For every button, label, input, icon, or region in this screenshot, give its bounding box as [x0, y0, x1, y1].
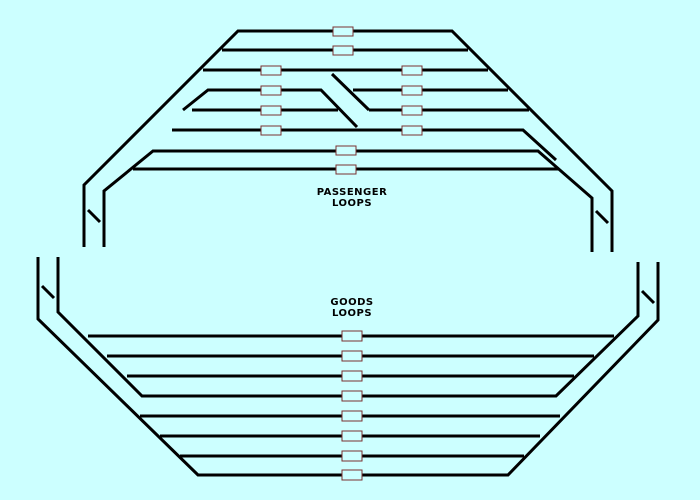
- goods-marker: [341, 330, 363, 342]
- passenger-marker: [401, 85, 423, 96]
- goods-marker: [341, 370, 363, 382]
- goods-marker: [341, 350, 363, 362]
- passenger-crossover-left: [86, 208, 102, 224]
- goods-marker: [341, 430, 363, 442]
- goods-loops-label-line1: GOODS: [330, 297, 373, 308]
- passenger-marker: [401, 65, 423, 76]
- goods-crossover-right: [640, 289, 656, 305]
- goods-loops-section: GOODS LOOPS: [36, 257, 660, 481]
- passenger-marker: [401, 105, 423, 116]
- passenger-crossover-right: [594, 209, 610, 225]
- passenger-marker: [260, 65, 282, 76]
- passenger-loops-label-line1: PASSENGER: [317, 187, 388, 198]
- goods-marker: [341, 410, 363, 422]
- goods-marker: [341, 450, 363, 462]
- passenger-marker: [335, 164, 357, 175]
- goods-marker: [341, 390, 363, 402]
- passenger-outer-loop: [82, 29, 614, 252]
- passenger-siding-7: [172, 128, 558, 162]
- passenger-diagonal-connector: [330, 72, 371, 112]
- passenger-loops-label-line2: LOOPS: [332, 198, 372, 209]
- passenger-marker: [332, 26, 354, 37]
- goods-crossover-left: [40, 284, 56, 300]
- passenger-marker: [260, 125, 282, 136]
- passenger-marker: [260, 105, 282, 116]
- goods-marker: [341, 469, 363, 481]
- passenger-marker: [335, 145, 357, 156]
- goods-outer-loop: [36, 257, 660, 477]
- passenger-marker: [332, 45, 354, 56]
- passenger-marker: [401, 125, 423, 136]
- passenger-loops-section: PASSENGER LOOPS: [82, 26, 614, 252]
- goods-loops-label-line2: LOOPS: [332, 308, 372, 319]
- passenger-marker: [260, 85, 282, 96]
